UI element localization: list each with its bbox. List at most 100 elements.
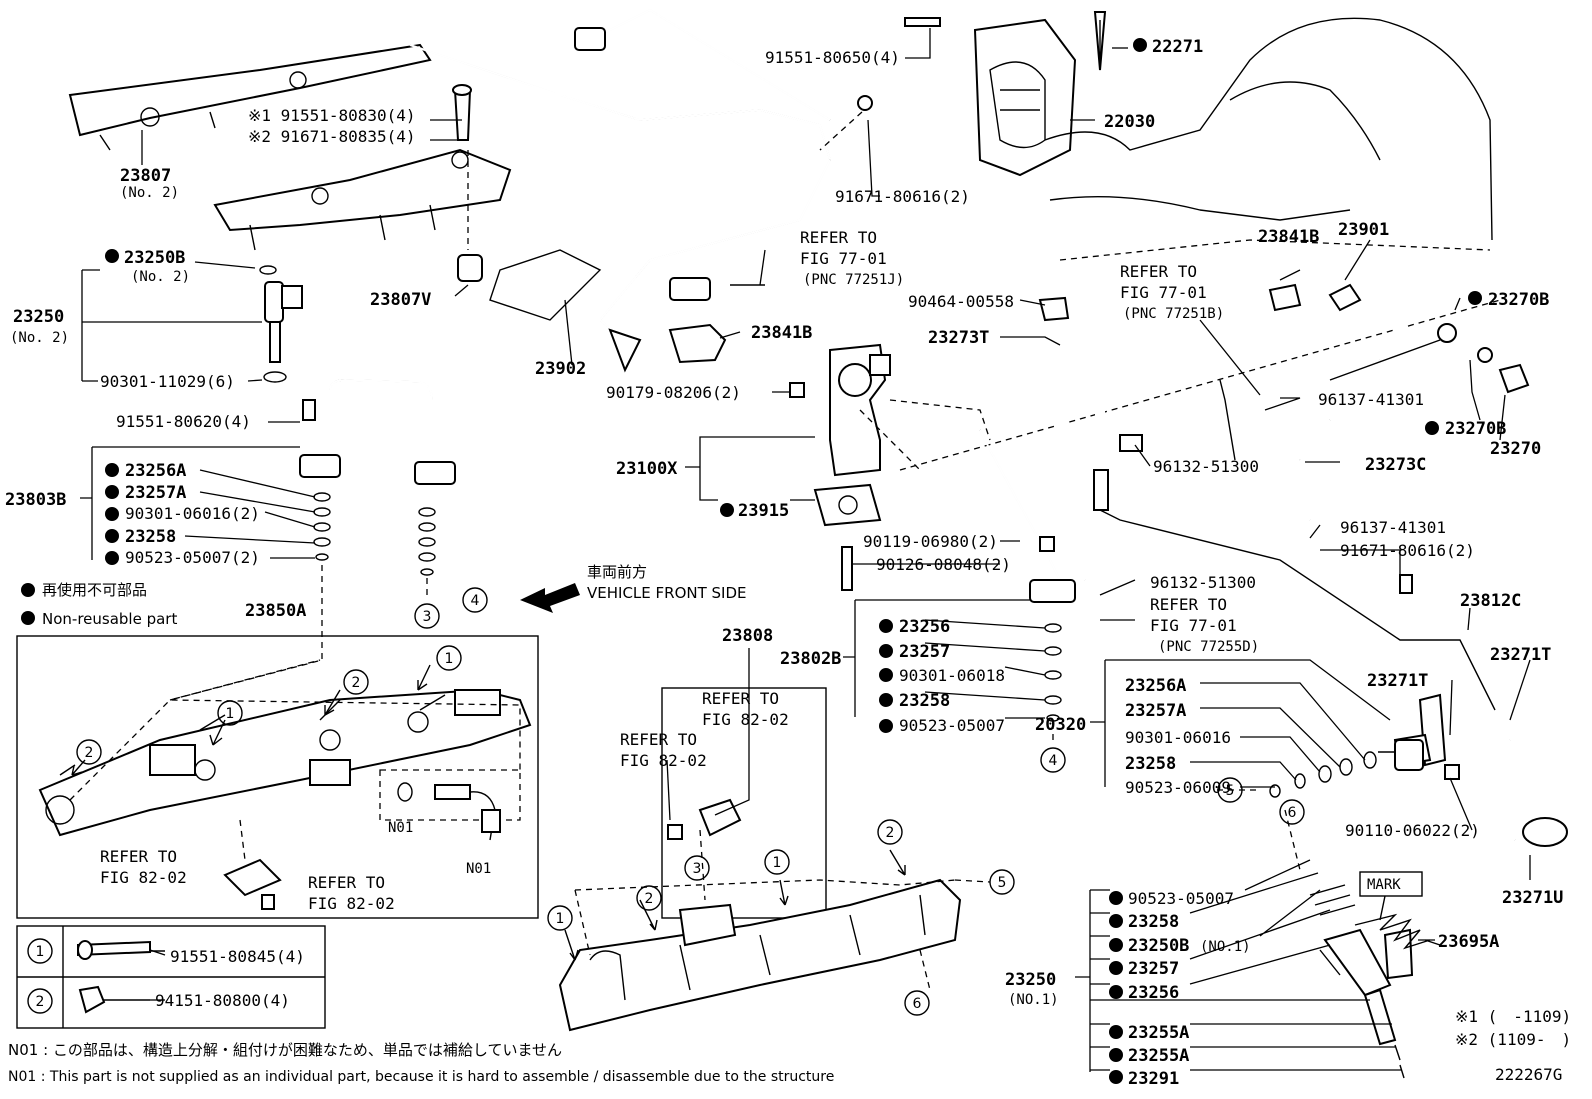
label-23256a-left: 23256A: [125, 461, 186, 481]
hoses-drawing: [1038, 283, 1568, 847]
svg-text:2: 2: [85, 745, 94, 761]
svg-text:1: 1: [556, 911, 565, 927]
label-23807v: 23807V: [370, 290, 431, 310]
label-23841b-mid: 23841B: [751, 323, 812, 343]
label-90464-00558: 90464-00558: [908, 292, 1014, 311]
refer-77-01-a-3: (PNC 77251J): [803, 272, 904, 288]
label-90301-06018: 90301-06018: [899, 666, 1005, 685]
note-1: ※1 ( -1109): [1455, 1007, 1571, 1026]
label-23250-bottom-sub: (NO.1): [1008, 992, 1059, 1008]
refer-77-01-b-3: (PNC 77251B): [1123, 306, 1224, 322]
leader-lines: [80, 28, 1531, 1072]
label-23255a-a: 23255A: [1128, 1023, 1189, 1043]
legend-row2-part: 94151-80800(4): [155, 991, 290, 1010]
svg-text:2: 2: [886, 825, 895, 841]
legend-en: Non-reusable part: [42, 610, 177, 628]
svg-text:1: 1: [445, 651, 454, 667]
label-23850a: 23850A: [245, 601, 306, 621]
legend-row1-part: 91551-80845(4): [170, 947, 305, 966]
label-23258-mid: 23258: [899, 691, 950, 711]
label-23841b-right: 23841B: [1258, 227, 1319, 247]
label-23256-bottom: 23256: [1128, 983, 1179, 1003]
svg-text:1: 1: [226, 706, 235, 722]
label-23803b: 23803B: [5, 490, 66, 510]
label-23258-bottom: 23258: [1128, 912, 1179, 932]
label-22271: 22271: [1152, 37, 1203, 57]
label-23291: 23291: [1128, 1069, 1179, 1089]
svg-text:6: 6: [913, 996, 922, 1012]
fuel-rail-no2-drawing: [68, 43, 512, 282]
label-23273t: 23273T: [928, 328, 989, 348]
label-96137-41301-a: 96137-41301: [1318, 390, 1424, 409]
label-23273c: 23273C: [1365, 455, 1426, 475]
label-23250b-bottom-sub: (NO.1): [1200, 939, 1251, 955]
refer-82-02-c-1: REFER TO: [100, 847, 177, 866]
label-91671-80616-top: 91671-80616(2): [835, 187, 970, 206]
label-23250-top-sub: (No. 2): [10, 330, 69, 346]
arrows: [71, 664, 906, 961]
pressure-pipe-left-drawing: [299, 378, 456, 576]
svg-text:2: 2: [352, 675, 361, 691]
label-23802b: 23802B: [780, 649, 841, 669]
label-91551-80650: 91551-80650(4): [765, 48, 900, 67]
vsv-23100x-drawing: [668, 299, 1501, 527]
label-23257a-right: 23257A: [1125, 701, 1186, 721]
svg-text:2: 2: [645, 891, 654, 907]
label-23100x: 23100X: [616, 459, 678, 479]
label-96137-41301-b: 96137-41301: [1340, 518, 1446, 537]
refer-77-01-a-2: FIG 77-01: [800, 249, 887, 268]
label-91551-80620: 91551-80620(4): [116, 412, 251, 431]
label-91671-80835: ※2 91671-80835(4): [248, 127, 416, 146]
label-90126-08048: 90126-08048(2): [876, 555, 1011, 574]
label-23257-bottom: 23257: [1128, 959, 1179, 979]
label-23257a-left: 23257A: [125, 483, 186, 503]
refer-82-02-a-1: REFER TO: [702, 689, 779, 708]
refer-82-02-d-1: REFER TO: [308, 873, 385, 892]
legend-table: [16, 925, 326, 1029]
label-23258-left: 23258: [125, 527, 176, 547]
front-jp: 車両前方: [587, 563, 647, 581]
fuel-rail-box-23850a: [16, 635, 539, 919]
label-23901: 23901: [1338, 220, 1389, 240]
refer-77-01-c-2: FIG 77-01: [1150, 616, 1237, 635]
svg-text:4: 4: [1049, 753, 1058, 769]
label-23256a-right: 23256A: [1125, 676, 1186, 696]
label-90523-05007-mid: 90523-05007: [899, 716, 1005, 735]
label-23695a: 23695A: [1438, 932, 1499, 952]
refer-77-01-a-1: REFER TO: [800, 228, 877, 247]
svg-text:1: 1: [36, 944, 45, 960]
label-90523-06009: 90523-06009: [1125, 778, 1231, 797]
fuel-pipe-23902-drawing: [409, 8, 873, 373]
figure-code: 222267G: [1495, 1065, 1562, 1084]
n01-label-a: N01: [388, 820, 413, 836]
n01-note-en: N01 : This part is not supplied as an in…: [8, 1069, 834, 1085]
label-23812c: 23812C: [1460, 591, 1521, 611]
refer-82-02-d-2: FIG 82-02: [308, 894, 395, 913]
n01-note-jp: N01 : この部品は、構造上分解・組付けが困難なため、単品では補給していません: [8, 1041, 562, 1059]
refer-82-02-c-2: FIG 82-02: [100, 868, 187, 887]
label-23808: 23808: [722, 626, 773, 646]
label-23258-right: 23258: [1125, 754, 1176, 774]
note-2: ※2 (1109- ): [1455, 1030, 1571, 1049]
front-en: VEHICLE FRONT SIDE: [587, 584, 747, 602]
label-90523-05007-left: 90523-05007(2): [125, 548, 260, 567]
label-23271t-b: 23271T: [1490, 645, 1551, 665]
label-23257-mid: 23257: [899, 642, 950, 662]
non-reusable-bullets: [21, 38, 1482, 1084]
label-23807: 23807: [120, 166, 171, 186]
svg-text:5: 5: [998, 875, 1007, 891]
refer-82-02-b-2: FIG 82-02: [620, 751, 707, 770]
label-23270: 23270: [1490, 439, 1541, 459]
part-labels: 23807 (No. 2) ※1 91551-80830(4) ※2 91671…: [5, 37, 1571, 1089]
svg-text:2: 2: [36, 994, 45, 1010]
label-23250b-top: 23250B: [124, 248, 185, 268]
label-90110-06022: 90110-06022(2): [1345, 821, 1480, 840]
svg-text:3: 3: [423, 609, 432, 625]
label-23915: 23915: [738, 501, 789, 521]
refer-77-01-b-2: FIG 77-01: [1120, 283, 1207, 302]
label-23271u: 23271U: [1502, 888, 1563, 908]
svg-text:3: 3: [693, 861, 702, 877]
label-23255a-b: 23255A: [1128, 1046, 1189, 1066]
label-96132-51300-a: 96132-51300: [1153, 457, 1259, 476]
